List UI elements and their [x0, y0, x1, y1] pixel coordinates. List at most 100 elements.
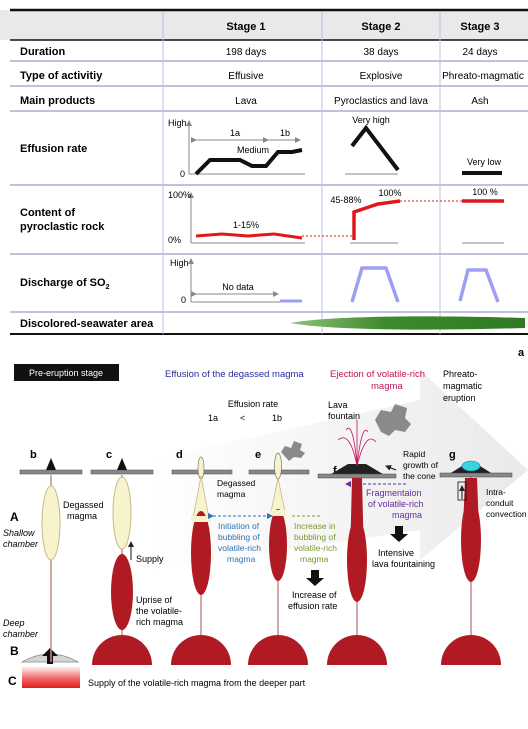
- stage-banner-text: Pre-eruption stage: [29, 368, 103, 378]
- heading-ejection-2: magma: [371, 381, 403, 392]
- panel-d: d: [176, 449, 183, 461]
- intensive-1: Intensive: [378, 548, 414, 558]
- deep-chamber-1: Deep: [3, 618, 25, 628]
- effusion-1b-label: 1b: [280, 128, 290, 138]
- magma-body-d: [191, 511, 211, 595]
- lava-dome-e: [274, 452, 282, 480]
- heading-phreato-1: Phreato-: [443, 369, 478, 379]
- conduit-e: Degassed magma: [208, 441, 310, 665]
- row-label-effusion: Effusion rate: [20, 143, 87, 155]
- deep-chamber-c: [92, 635, 152, 665]
- depth-label-c: C: [8, 674, 17, 688]
- so2-chart: High 0 No data: [170, 258, 500, 305]
- increase-bubbling-1: Increase in: [294, 521, 336, 531]
- header-stage-1: Stage 1: [226, 21, 265, 33]
- so2-stage-3-line: [458, 268, 500, 303]
- vent-b-icon: [46, 458, 56, 470]
- lava-fountain-2: fountain: [328, 411, 360, 421]
- panel-b: b: [30, 449, 37, 461]
- deep-supply-zone: [22, 666, 80, 688]
- duration-stage-3: 24 days: [462, 47, 497, 58]
- pyroclastic-stage-3-label: 100 %: [472, 187, 498, 197]
- pyroclastic-chart: 100% 0% 1-15% 45-88% 100% 100 %: [168, 187, 504, 245]
- fragmentation-3: magma: [392, 510, 422, 520]
- ash-cloud-f: [375, 404, 411, 436]
- rapid-growth-1: Rapid: [403, 449, 425, 459]
- degassed-label-c-1: Degassed: [63, 500, 104, 510]
- shallow-chamber-1: Shallow: [3, 528, 35, 538]
- increase-rate-2: effusion rate: [288, 601, 337, 611]
- increase-bubbling-2: bubbling of: [294, 532, 336, 542]
- deep-chamber-d: [171, 635, 231, 665]
- products-stage-1: Lava: [235, 96, 257, 107]
- shallow-chamber-b: [41, 485, 61, 561]
- increase-arrow-icon: [306, 570, 324, 586]
- fragmentation-1: Fragmentaion: [366, 488, 422, 498]
- degassed-label-c-2: magma: [67, 511, 97, 521]
- so2-stage-2-line: [350, 266, 400, 303]
- increase-bubbling-4: magma: [300, 554, 329, 564]
- deep-supply-arrow-icon: [42, 648, 58, 664]
- seawater-band: [290, 316, 525, 330]
- stage-banner: [14, 364, 119, 381]
- duration-stage-2: 38 days: [363, 47, 398, 58]
- pyroclastic-0-label: 0%: [168, 235, 181, 245]
- conduit-diagram: a Pre-eruption stage Effusion of the deg…: [3, 347, 528, 688]
- rapid-growth-3: the cone: [403, 471, 436, 481]
- initiation-label-1: Initiation of: [218, 521, 260, 531]
- water-contact-icon: [461, 460, 481, 472]
- supply-label: Supply: [136, 554, 164, 564]
- row-label-pyroclastic-1: Content of: [20, 207, 75, 219]
- conduit-c: Degassed magma Supply Uprise of the vola…: [63, 458, 183, 665]
- initiation-label-2: bubbling of: [218, 532, 260, 542]
- pyroclastic-stage-2-line: [352, 199, 401, 240]
- deep-chamber-2: chamber: [3, 629, 39, 639]
- rapid-growth-2: growth of: [403, 460, 439, 470]
- conduit-g: Intra- conduit convection: [439, 460, 527, 665]
- supply-deep-label: Supply of the volatile-rich magma from t…: [88, 678, 306, 688]
- shallow-chamber-2: chamber: [3, 539, 39, 549]
- pyroclastic-stage-2-end-label: 100%: [378, 188, 401, 198]
- so2-no-data-label: No data: [222, 282, 254, 292]
- effusion-1a-label: 1a: [230, 128, 240, 138]
- heading-effusion: Effusion of the degassed magma: [165, 369, 304, 380]
- panel-e: e: [255, 449, 261, 461]
- panel-f: f: [333, 465, 337, 477]
- lava-dome-d: [197, 456, 205, 480]
- degassed-label-e-1: Degassed: [217, 478, 256, 488]
- conduit-f: Lava fountain Rapid growth of the cone F…: [317, 400, 439, 665]
- increase-rate-1: Increase of: [292, 590, 337, 600]
- intra-3: convection: [486, 509, 527, 519]
- vent-c-icon: [117, 458, 127, 470]
- pyroclastic-stage-2-start-label: 45-88%: [330, 195, 361, 205]
- row-label-duration: Duration: [20, 46, 66, 58]
- header-stage-2: Stage 2: [361, 21, 400, 33]
- header-stage-3: Stage 3: [460, 21, 499, 33]
- heading-ejection-1: Ejection of volatile-rich: [330, 369, 425, 380]
- effusion-very-high-label: Very high: [352, 115, 390, 125]
- heading-phreato-3: eruption: [443, 393, 476, 403]
- effusion-rate-1a: 1a: [208, 413, 218, 423]
- products-stage-2: Pyroclastics and lava: [334, 96, 428, 107]
- conduit-b: [19, 458, 83, 662]
- magma-body-g: [461, 498, 481, 582]
- lava-fountain-1: Lava: [328, 400, 348, 410]
- magma-body-f: [347, 518, 367, 602]
- rising-magma-c: [111, 554, 133, 630]
- row-label-so2: Discharge of SO2: [20, 277, 110, 291]
- ash-cloud-e: [281, 441, 305, 461]
- row-label-pyroclastic-2: pyroclastic rock: [20, 221, 105, 233]
- panel-g: g: [449, 449, 456, 461]
- uprise-label-2: the volatile-: [136, 606, 182, 616]
- magma-body-e: [269, 509, 287, 581]
- effusion-zero-label: 0: [180, 169, 185, 179]
- initiation-label-4: magma: [227, 554, 256, 564]
- so2-zero-label: 0: [181, 295, 186, 305]
- effusion-very-low-label: Very low: [467, 157, 502, 167]
- depth-label-a: A: [10, 510, 19, 524]
- conduit-d: [171, 456, 233, 665]
- deep-chamber-e: [248, 635, 308, 665]
- intensive-2: lava fountaining: [372, 559, 435, 569]
- pyroclastic-100-label: 100%: [168, 190, 191, 200]
